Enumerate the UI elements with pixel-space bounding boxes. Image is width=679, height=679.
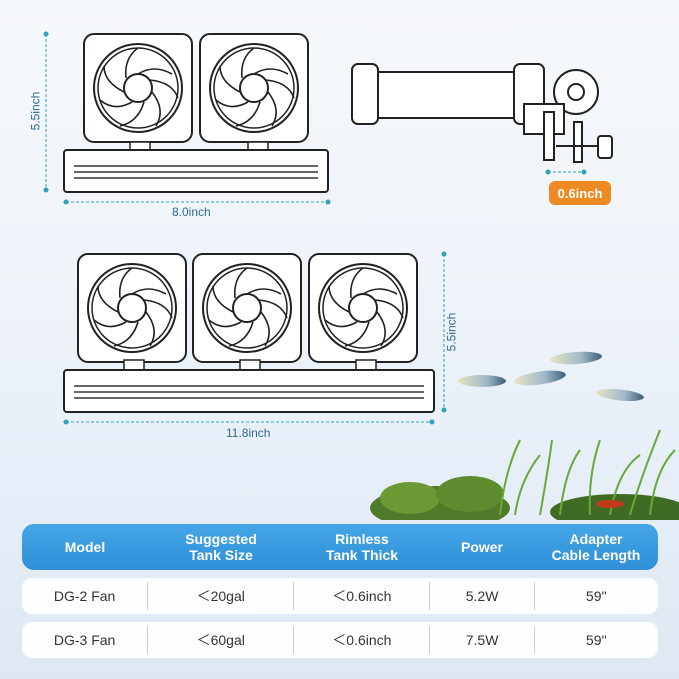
aquatic-plants [370,429,679,520]
dg2-width-label: 8.0inch [172,205,211,219]
header-power: Power [460,539,503,555]
table-row: DG-3 Fan ＜60gal ＜0.6inch 7.5W 59'' [22,622,658,658]
header-tank-size: Suggested Tank Size [185,531,257,563]
cell-model: DG-3 Fan [53,632,116,648]
clip-thickness-badge: 0.6inch [549,181,611,205]
header-cable-length: Adapter Cable Length [551,531,641,563]
cell-tank-thick: ＜0.6inch [332,632,392,648]
spec-table-header: Model Suggested Tank Size Rimless Tank T… [22,524,658,570]
cell-tank-size: ＜20gal [196,588,245,604]
header-model: Model [64,539,106,555]
cell-tank-thick: ＜0.6inch [332,588,392,604]
spec-table: Model Suggested Tank Size Rimless Tank T… [22,524,658,658]
fish-school [458,351,644,402]
dg3-height-label: 5.5inch [444,312,459,352]
header-tank-thick: Rimless Tank Thick [325,531,399,563]
dg2-fan-unit [63,33,329,193]
cell-power: 5.2W [465,588,499,604]
cell-model: DG-2 Fan [53,588,116,604]
cell-cable-length: 59'' [585,632,607,648]
cell-tank-size: ＜60gal [196,632,245,648]
product-illustration [43,31,679,520]
dg3-fan-unit [63,253,435,413]
cell-power: 7.5W [465,632,499,648]
dg2-height-label: 5.5inch [28,91,43,131]
table-row: DG-2 Fan ＜20gal ＜0.6inch 5.2W 59'' [22,578,658,614]
cell-cable-length: 59'' [585,588,607,604]
dg3-width-label: 11.8inch [226,426,271,440]
clamp-side-view [351,63,613,163]
